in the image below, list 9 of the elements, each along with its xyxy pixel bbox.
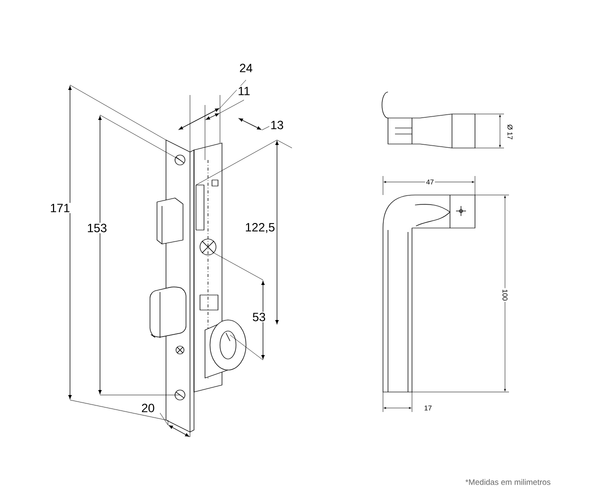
- dimension-label: 11: [236, 86, 252, 96]
- footnote: *Medidas em milimetros: [464, 478, 552, 486]
- dimension-label: 153: [86, 222, 108, 234]
- dimension-label: 53: [251, 312, 267, 322]
- dimension-label: 122,5: [244, 222, 276, 234]
- dimension-label: 20: [140, 402, 156, 414]
- dimension-label: 24: [238, 62, 254, 74]
- dimension-label: 171: [49, 202, 72, 214]
- dimension-label: 13: [269, 120, 285, 130]
